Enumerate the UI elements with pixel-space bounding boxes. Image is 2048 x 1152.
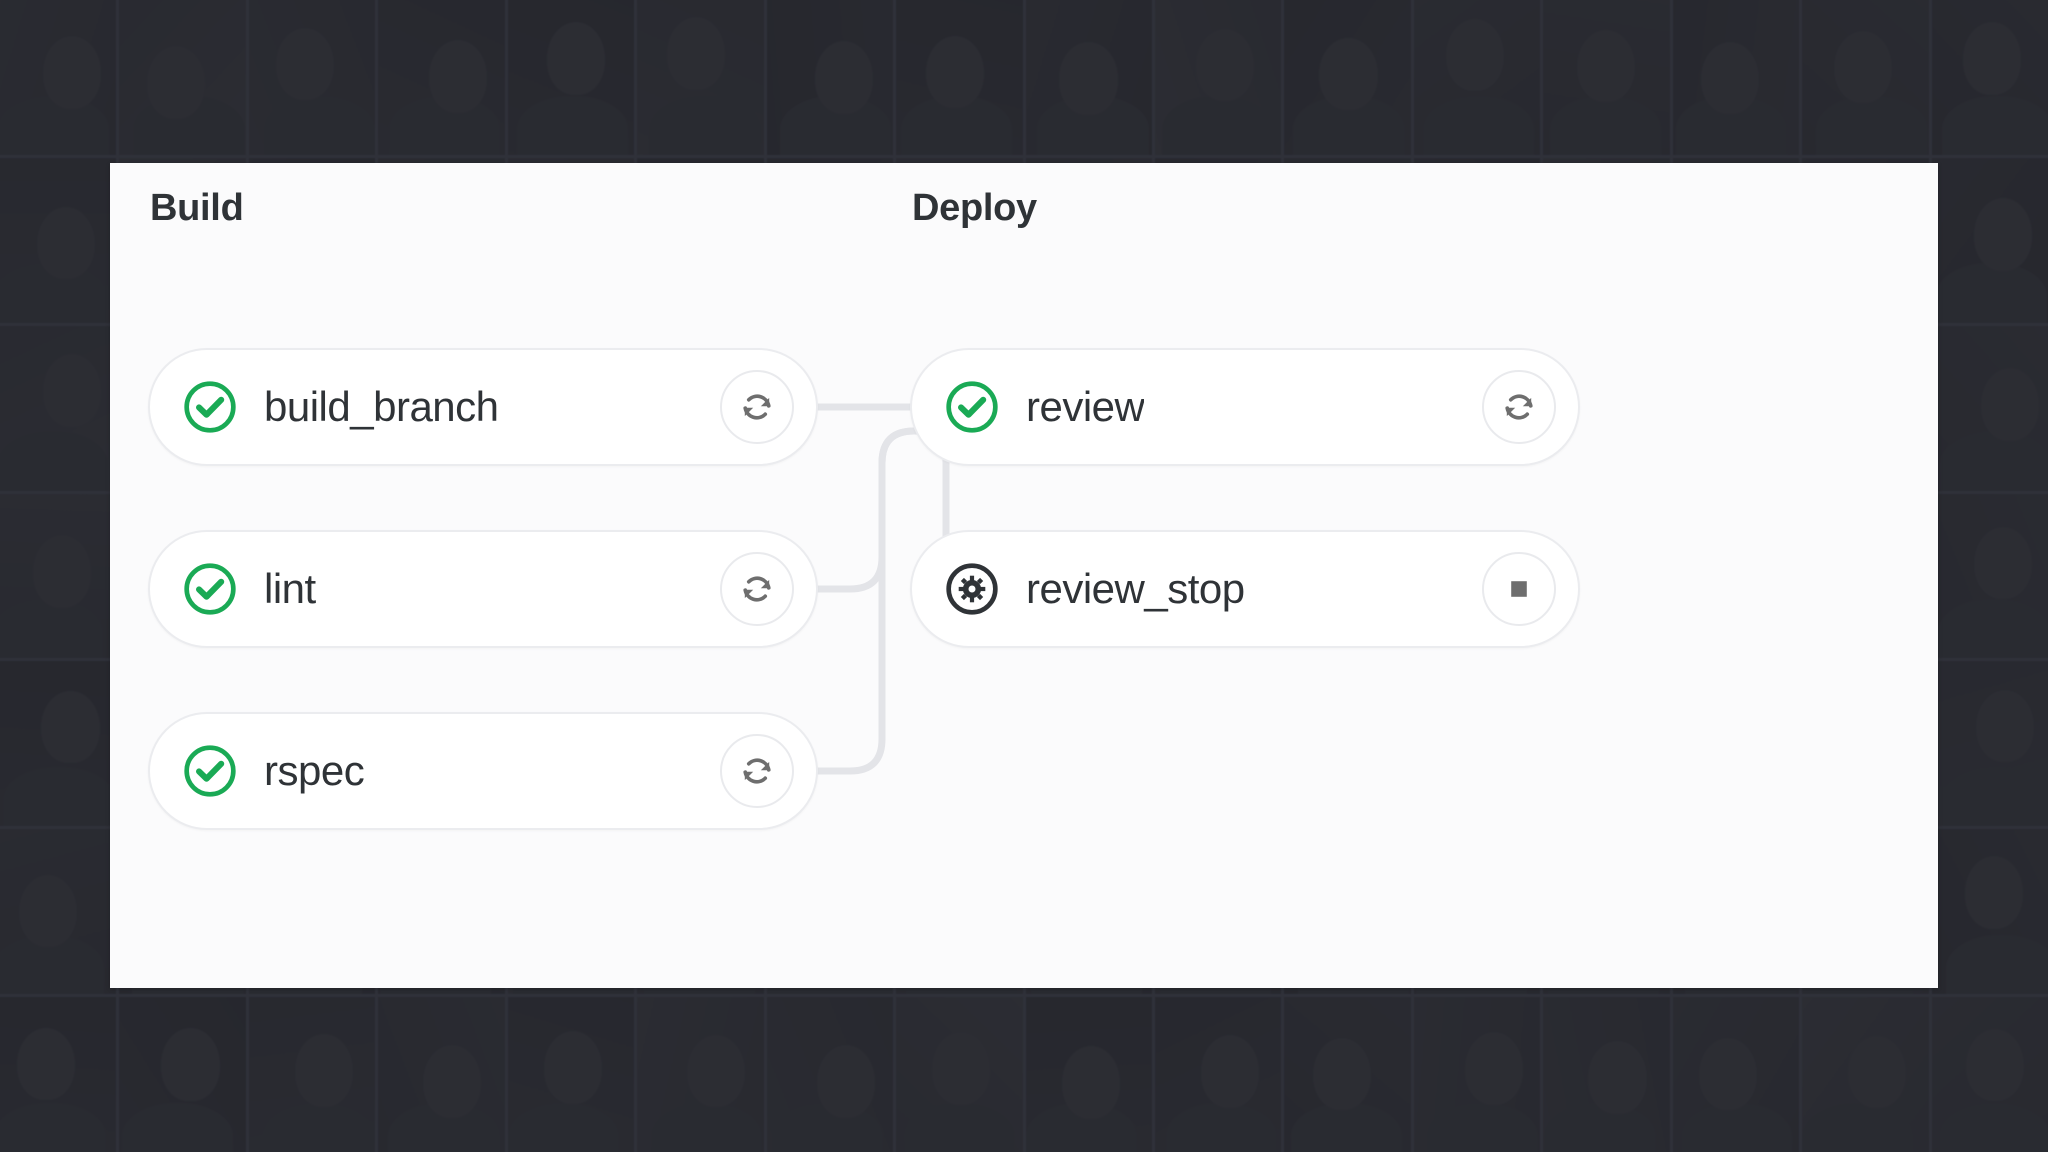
photo-tile bbox=[1025, 0, 1152, 155]
photo-tile bbox=[766, 997, 894, 1152]
job-node-review-stop[interactable]: review_stop bbox=[910, 530, 1580, 648]
photo-tile bbox=[119, 997, 246, 1152]
photo-tile bbox=[1413, 997, 1541, 1152]
connector-lint-out bbox=[814, 427, 918, 593]
retry-button-review[interactable] bbox=[1482, 370, 1556, 444]
photo-tile bbox=[0, 157, 117, 323]
status-success-icon bbox=[944, 379, 1000, 435]
photo-tile bbox=[378, 997, 505, 1152]
pipeline-graph: Build build_branch bbox=[110, 163, 1938, 988]
photo-tile bbox=[0, 829, 117, 995]
photo-tile bbox=[1413, 0, 1541, 155]
stop-button-review-stop[interactable] bbox=[1482, 552, 1556, 626]
status-success-icon bbox=[182, 743, 238, 799]
photo-tile bbox=[248, 997, 376, 1152]
photo-tile bbox=[378, 0, 505, 155]
photo-tile bbox=[0, 661, 117, 827]
photo-tile bbox=[0, 997, 117, 1152]
job-name-rspec: rspec bbox=[264, 747, 365, 794]
photo-tile bbox=[896, 997, 1023, 1152]
photo-tile bbox=[1672, 0, 1800, 155]
photo-tile bbox=[1802, 997, 1929, 1152]
photo-tile bbox=[507, 0, 635, 155]
job-node-review[interactable]: review bbox=[910, 348, 1580, 466]
photo-tile bbox=[637, 997, 764, 1152]
photo-tile bbox=[637, 0, 764, 155]
photo-tile bbox=[507, 997, 635, 1152]
retry-icon bbox=[740, 390, 774, 424]
photo-tile bbox=[0, 0, 117, 155]
connector-rspec-out bbox=[814, 427, 918, 775]
photo-tile bbox=[1154, 0, 1282, 155]
photo-tile bbox=[1931, 997, 2048, 1152]
photo-tile bbox=[1284, 997, 1411, 1152]
photo-tile bbox=[0, 493, 117, 659]
photo-tile bbox=[1931, 661, 2048, 827]
status-success-icon bbox=[182, 561, 238, 617]
job-name-review-stop: review_stop bbox=[1026, 565, 1245, 612]
retry-button-lint[interactable] bbox=[720, 552, 794, 626]
photo-tile bbox=[1543, 0, 1670, 155]
photo-tile bbox=[1931, 493, 2048, 659]
photo-tile bbox=[248, 0, 376, 155]
job-node-rspec[interactable]: rspec bbox=[148, 712, 818, 830]
job-name-build-branch: build_branch bbox=[264, 383, 499, 430]
retry-icon bbox=[1502, 390, 1536, 424]
photo-tile bbox=[1025, 997, 1152, 1152]
retry-icon bbox=[740, 572, 774, 606]
photo-tile bbox=[896, 0, 1023, 155]
job-name-review: review bbox=[1026, 383, 1145, 430]
stage-title-deploy: Deploy bbox=[912, 187, 1037, 229]
photo-tile bbox=[1672, 997, 1800, 1152]
job-name-lint: lint bbox=[264, 565, 316, 612]
photo-tile bbox=[1154, 997, 1282, 1152]
retry-button-rspec[interactable] bbox=[720, 734, 794, 808]
photo-tile bbox=[1543, 997, 1670, 1152]
retry-icon bbox=[740, 754, 774, 788]
stop-square-icon bbox=[1502, 572, 1536, 606]
photo-tile bbox=[1802, 0, 1929, 155]
photo-tile bbox=[0, 325, 117, 491]
job-node-build-branch[interactable]: build_branch bbox=[148, 348, 818, 466]
job-node-lint[interactable]: lint bbox=[148, 530, 818, 648]
pipeline-graph-card: Build build_branch bbox=[110, 163, 1938, 988]
photo-tile bbox=[1931, 829, 2048, 995]
photo-tile bbox=[1931, 157, 2048, 323]
status-manual-gear-icon bbox=[944, 561, 1000, 617]
stage-title-build: Build bbox=[150, 187, 244, 229]
status-success-icon bbox=[182, 379, 238, 435]
photo-tile bbox=[119, 0, 246, 155]
retry-button-build-branch[interactable] bbox=[720, 370, 794, 444]
photo-tile bbox=[766, 0, 894, 155]
photo-tile bbox=[1284, 0, 1411, 155]
photo-tile bbox=[1931, 325, 2048, 491]
photo-tile bbox=[1931, 0, 2048, 155]
